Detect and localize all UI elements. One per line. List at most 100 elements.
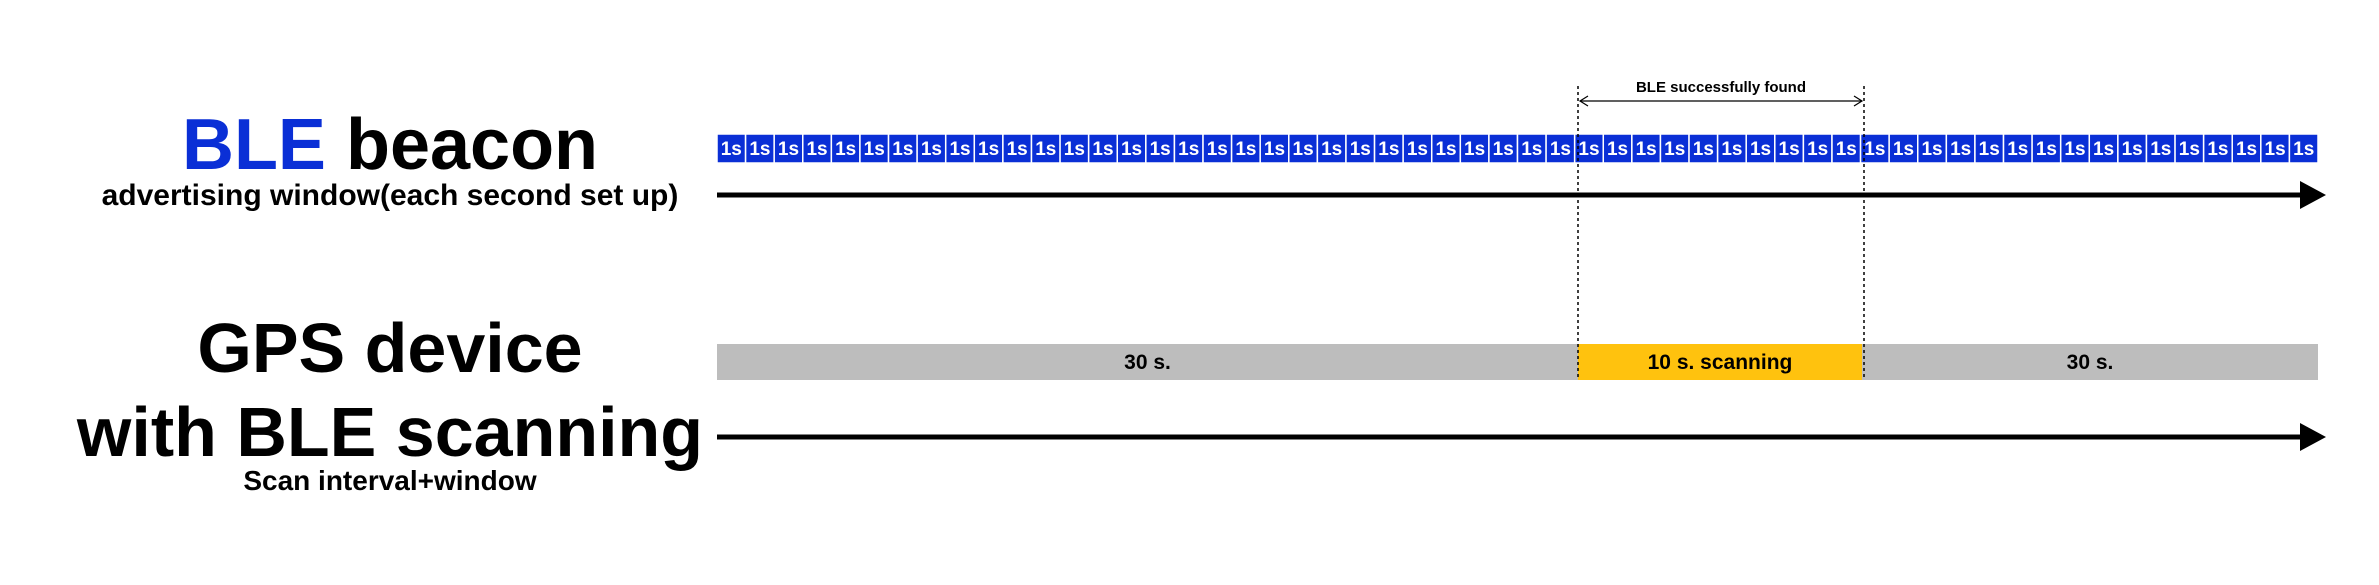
ble-slot-label: 1s [2265, 139, 2286, 160]
ble-slot [1116, 133, 1147, 164]
ble-slot-label: 1s [778, 139, 799, 160]
ble-title-rest: beacon [325, 105, 599, 185]
gps-segment-label: 30 s. [2067, 351, 2114, 374]
found-window-arrow-right [1853, 95, 1864, 107]
ble-slot-label: 1s [1064, 139, 1085, 160]
ble-slot-label: 1s [2150, 139, 2171, 160]
ble-slot [916, 133, 947, 164]
ble-slot [2117, 133, 2148, 164]
ble-slot-label: 1s [1464, 139, 1485, 160]
ble-slot [744, 133, 775, 164]
ble-slot-label: 1s [1092, 139, 1113, 160]
ble-slot [1059, 133, 1090, 164]
ble-slot-label: 1s [2036, 139, 2057, 160]
ble-slot [1259, 133, 1290, 164]
ble-slot-label: 1s [1207, 139, 1228, 160]
ble-slot-label: 1s [2179, 139, 2200, 160]
ble-slot [1945, 133, 1976, 164]
gps-scan-segments: 30 s. 10 s. scanning 30 s. [717, 344, 2318, 380]
ble-slot-label: 1s [1235, 139, 1256, 160]
ble-slot-label: 1s [1293, 139, 1314, 160]
ble-slot [1602, 133, 1633, 164]
ble-slot-label: 1s [949, 139, 970, 160]
ble-slot-label: 1s [1607, 139, 1628, 160]
ble-slot [1688, 133, 1719, 164]
ble-advertising-slots: 1s 1s 1s 1s 1s 1s 1s 1s 1s 1s 1s 1s 1s 1s 1s 1s 1s 1s 1s 1s… [716, 133, 2319, 164]
ble-slot-label: 1s [1150, 139, 1171, 160]
ble-slot-label: 1s [806, 139, 827, 160]
ble-slot-label: 1s [1378, 139, 1399, 160]
gps-segment [1862, 344, 2318, 380]
ble-slot-label: 1s [1350, 139, 1371, 160]
ble-slot [1230, 133, 1261, 164]
ble-beacon-title: BLE beacon [20, 100, 760, 190]
ble-slot-label: 1s [2064, 139, 2085, 160]
ble-slot-label: 1s [1578, 139, 1599, 160]
ble-found-annotation: BLE successfully found [1636, 79, 1806, 96]
ble-slot-label: 1s [1664, 139, 1685, 160]
gps-segment-label: 30 s. [1124, 351, 1171, 374]
ble-slot-label: 1s [864, 139, 885, 160]
ble-slot-label: 1s [1121, 139, 1142, 160]
ble-slot [1888, 133, 1919, 164]
ble-slot-label: 1s [1693, 139, 1714, 160]
ble-slot-label: 1s [2207, 139, 2228, 160]
ble-slot [2031, 133, 2062, 164]
ble-slot-label: 1s [921, 139, 942, 160]
ble-slot [1459, 133, 1490, 164]
ble-title-accent: BLE [181, 105, 326, 185]
ble-slot [1345, 133, 1376, 164]
ble-slot [2260, 133, 2291, 164]
ble-slot-label: 1s [1264, 139, 1285, 160]
ble-beacon-subtitle: advertising window(each second set up) [101, 179, 679, 212]
ble-slot-label: 1s [1321, 139, 1342, 160]
ble-slot [1516, 133, 1547, 164]
ble-slot-label: 1s [1979, 139, 2000, 160]
ble-slot-label: 1s [2093, 139, 2114, 160]
ble-slot-label: 1s [835, 139, 856, 160]
ble-slot-label: 1s [1521, 139, 1542, 160]
gps-timeline-arrowhead [2300, 423, 2326, 451]
ble-slot [1430, 133, 1462, 164]
gps-segment-label: 10 s. scanning [1648, 351, 1793, 374]
ble-slot-label: 1s [2293, 139, 2314, 160]
ble-slot-label: 1s [1435, 139, 1456, 160]
gps-device-title-line2: with BLE scanning [76, 393, 704, 471]
ble-slot-label: 1s [721, 139, 742, 160]
ble-slot-label: 1s [2122, 139, 2143, 160]
ble-slot-label: 1s [2007, 139, 2028, 160]
ble-slot [2174, 133, 2205, 164]
ble-slot [1030, 133, 1061, 164]
ble-slot-label: 1s [1893, 139, 1914, 160]
ble-slot-label: 1s [1750, 139, 1771, 160]
ble-timeline-arrowhead [2300, 181, 2326, 209]
ble-slot [2002, 133, 2033, 164]
ble-slot-label: 1s [1721, 139, 1742, 160]
ble-slot-label: 1s [749, 139, 770, 160]
ble-slot [802, 133, 833, 164]
ble-slot-label: 1s [1807, 139, 1828, 160]
ble-slot-label: 1s [1035, 139, 1056, 160]
ble-slot [1859, 133, 1890, 164]
ble-slot-label: 1s [1636, 139, 1657, 160]
ble-slot-label: 1s [892, 139, 913, 160]
ble-slot-label: 1s [2236, 139, 2257, 160]
found-window-arrow-left [1578, 95, 1589, 107]
ble-slot-label: 1s [1178, 139, 1199, 160]
ble-slot [1202, 133, 1233, 164]
ble-slot [2288, 133, 2319, 164]
ble-slot-label: 1s [1921, 139, 1942, 160]
ble-slot-label: 1s [1550, 139, 1571, 160]
ble-slot [2145, 133, 2176, 164]
ble-slot [1631, 133, 1662, 164]
gps-device-title-line1: GPS device [197, 309, 583, 387]
ble-slot-label: 1s [1779, 139, 1800, 160]
ble-slot-label: 1s [1007, 139, 1028, 160]
ble-slot [1402, 133, 1433, 164]
ble-slot-label: 1s [1407, 139, 1428, 160]
ble-slot [1145, 133, 1176, 164]
gps-segment [717, 344, 1578, 380]
ble-slot-label: 1s [1864, 139, 1885, 160]
gps-segment [1578, 344, 1862, 380]
